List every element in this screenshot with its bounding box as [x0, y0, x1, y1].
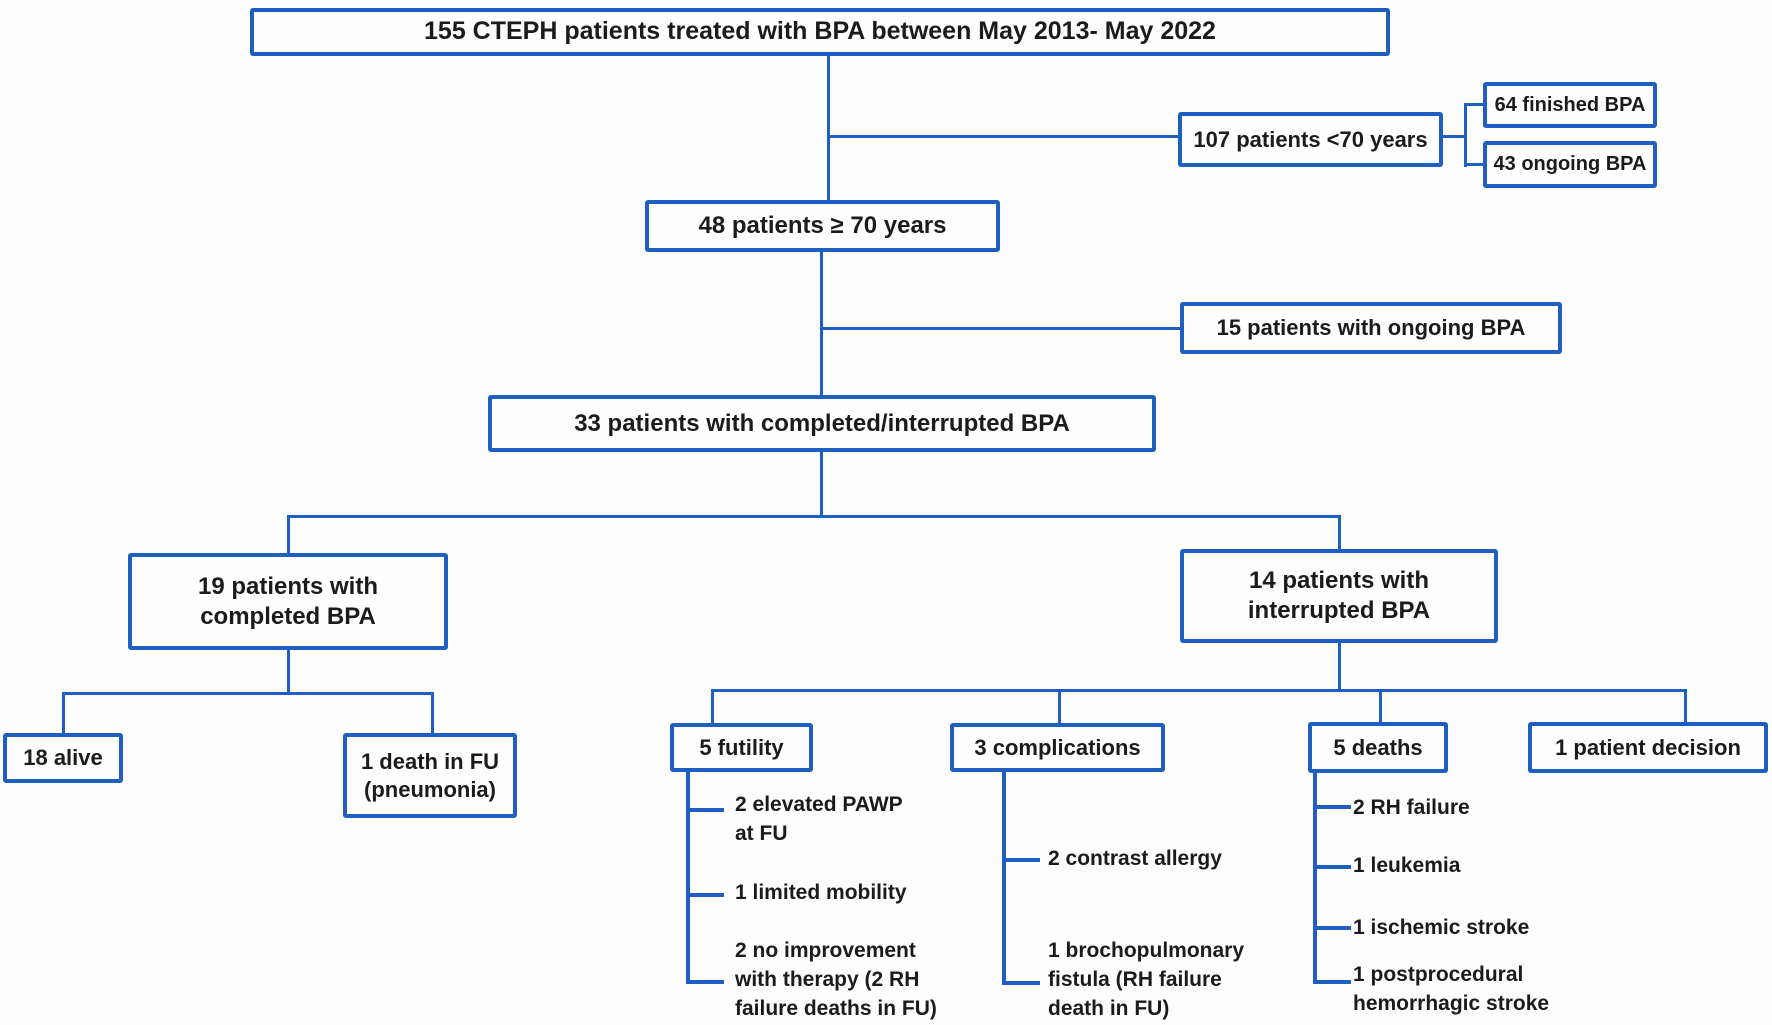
futility-tick-3	[686, 980, 724, 984]
node-alive: 18 alive	[3, 733, 123, 783]
node-finished-bpa: 64 finished BPA	[1483, 82, 1657, 128]
deaths-item-hemorrhagic-stroke: 1 postprocedural hemorrhagic stroke	[1353, 963, 1550, 1015]
futility-tick-1	[686, 808, 724, 812]
connector-line-under70-stub	[1443, 135, 1467, 138]
connector-line-root-down	[827, 56, 830, 202]
connector-line-19-split	[62, 692, 434, 695]
deaths-item-ischemic-stroke: 1 ischemic stroke	[1353, 916, 1530, 939]
complications-item-contrast-allergy: 2 contrast allergy	[1048, 847, 1222, 870]
connector-line-48-down	[820, 252, 823, 395]
connector-line-14-split	[711, 689, 1687, 692]
connector-line-decision-stub	[1684, 689, 1687, 722]
connector-line-alive-stub	[62, 692, 65, 733]
deaths-tick-3	[1313, 926, 1351, 930]
complications-tick-1	[1002, 858, 1040, 862]
connector-line-33-down	[820, 452, 823, 515]
deaths-rail	[1313, 773, 1317, 984]
connector-line-complications-stub	[1058, 689, 1061, 723]
connector-line-to-ongoing15	[820, 327, 1181, 330]
node-under-70: 107 patients <70 years	[1178, 112, 1443, 167]
futility-item-no-improvement: 2 no improvement with therapy (2 RH fail…	[735, 939, 937, 1020]
deaths-item-leukemia: 1 leukemia	[1353, 854, 1461, 877]
complications-rail	[1002, 772, 1006, 985]
deaths-tick-1	[1313, 805, 1351, 809]
node-70-plus: 48 patients ≥ 70 years	[645, 200, 1000, 252]
node-completed-bpa: 19 patients with completed BPA	[128, 553, 448, 650]
connector-line-futility-stub	[711, 689, 714, 723]
complications-item-fistula: 1 brochopulmonary fistula (RH failure de…	[1048, 939, 1245, 1020]
node-futility: 5 futility	[670, 723, 813, 772]
node-ongoing-bpa-43: 43 ongoing BPA	[1483, 141, 1657, 188]
node-patient-decision: 1 patient decision	[1528, 722, 1768, 773]
connector-line-to-finished	[1464, 103, 1484, 106]
node-deaths: 5 deaths	[1308, 722, 1448, 773]
connector-line-split-right-stub	[1338, 515, 1341, 549]
node-complications: 3 complications	[950, 723, 1165, 772]
connector-line-to-ongoing43	[1464, 163, 1484, 166]
deaths-tick-4	[1313, 980, 1351, 984]
node-completed-interrupted: 33 patients with completed/interrupted B…	[488, 395, 1156, 452]
futility-tick-2	[686, 893, 724, 897]
connector-line-main-split	[287, 515, 1341, 518]
deaths-item-rh-failure: 2 RH failure	[1353, 796, 1470, 819]
deaths-tick-2	[1313, 865, 1351, 869]
connector-line-19-down	[287, 650, 290, 692]
complications-tick-2	[1002, 981, 1040, 985]
connector-line-death-stub	[431, 692, 434, 733]
connector-line-14-down	[1338, 643, 1341, 689]
node-total-patients: 155 CTEPH patients treated with BPA betw…	[250, 8, 1390, 56]
futility-item-elevated-pawp: 2 elevated PAWP at FU	[735, 793, 903, 845]
node-death-in-fu: 1 death in FU (pneumonia)	[343, 733, 517, 818]
node-interrupted-bpa: 14 patients with interrupted BPA	[1180, 549, 1498, 643]
futility-rail	[686, 772, 690, 984]
connector-line-split-left-stub	[287, 515, 290, 553]
connector-line-deaths-stub	[1379, 689, 1382, 722]
connector-line-under70-vertical	[1464, 103, 1467, 167]
node-ongoing-bpa-15: 15 patients with ongoing BPA	[1180, 302, 1562, 354]
connector-line-to-under70	[827, 135, 1180, 138]
futility-item-limited-mobility: 1 limited mobility	[735, 881, 907, 904]
